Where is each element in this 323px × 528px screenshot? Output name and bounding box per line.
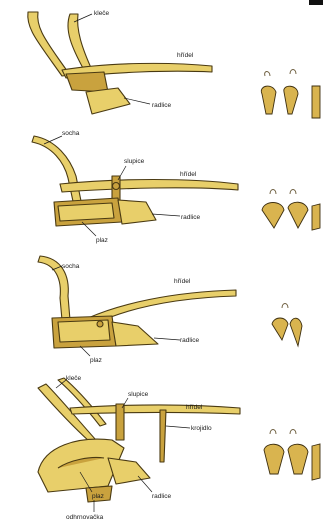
plough-3-view-arc [282, 304, 288, 309]
plough-3-share [112, 322, 158, 346]
plough-1-handle-right [68, 14, 92, 70]
plough-4-slupice-label: slupice [128, 391, 149, 398]
plough-4-krojidlo-leader [166, 426, 190, 428]
plough-4-view-arc-a [270, 430, 276, 435]
plough-3-peg [97, 321, 103, 327]
plough-3-hridel-label: hřídel [174, 278, 191, 285]
plough-2 [32, 136, 238, 236]
plough-4-krojidlo-label: krojidlo [191, 425, 212, 432]
plough-3-view-share-a [272, 318, 288, 340]
plough-2-handle [32, 136, 82, 206]
plough-3-plaz-label: plaz [90, 357, 102, 364]
plough-2-radlice-leader [152, 214, 180, 216]
plough-1-hridel-label: hřídel [177, 52, 194, 59]
plough-2-post-knob [113, 183, 120, 190]
plough-3-radlice-label: radlice [180, 337, 200, 344]
plough-1-handle-left [28, 12, 70, 76]
plough-4-beam [70, 405, 240, 414]
plough-4-view-side [312, 444, 320, 480]
plough-4-view-share-b [288, 444, 308, 474]
plough-4 [38, 378, 240, 512]
plough-4-plaz-label: plaz [92, 493, 104, 500]
plough-2-view-arc-a [270, 190, 276, 195]
plough-2-radlice-label: radlice [181, 214, 201, 221]
plough-1-view-arc-a [265, 72, 270, 77]
plough-2-view-share-b [288, 202, 308, 228]
plough-1-radlice-label: radlice [152, 102, 172, 109]
plough-4-radlice-label: radlice [152, 493, 172, 500]
plough-3-socha-label: socha [62, 263, 80, 270]
plough-1-view-share-a [261, 86, 276, 114]
plough-4-odhrnovacka-label: odhrnovačka [66, 514, 104, 521]
plough-1-body [66, 72, 108, 92]
plough-1-view-side [312, 86, 320, 118]
plough-4-coulter [160, 410, 166, 462]
plough-2-view-arc-b [290, 190, 296, 195]
plough-2-hridel-label: hřídel [180, 171, 197, 178]
plough-1-view-share-b [284, 86, 298, 114]
plough-2-socha-label: socha [62, 130, 80, 137]
plough-4-post [116, 404, 124, 440]
plough-3 [38, 256, 236, 356]
plough-2-small-views [262, 190, 320, 231]
plough-2-sole-face [58, 203, 114, 221]
plough-1-share [86, 88, 130, 114]
plough-3-view-share-b [290, 318, 302, 346]
plough-4-view-arc-b [290, 430, 296, 435]
plough-2-slupice-label: slupice [124, 158, 145, 165]
plough-2-view-share-a [262, 203, 284, 229]
plough-2-view-side [312, 204, 320, 230]
plough-2-share [118, 200, 156, 224]
plough-4-hridel-label: hřídel [186, 404, 203, 411]
plough-1-small-views [261, 70, 320, 119]
plough-1 [28, 12, 212, 114]
plough-3-small-views [272, 304, 302, 347]
plough-3-radlice-leader [154, 338, 180, 340]
plough-2-plaz-label: plaz [96, 237, 108, 244]
corner-mark [309, 0, 323, 5]
plough-4-small-views [264, 430, 320, 481]
plough-4-handle-right [58, 378, 106, 426]
plough-2-beam [60, 180, 238, 193]
plough-4-share [108, 458, 150, 484]
plough-2-slupice-leader [118, 166, 126, 180]
plough-1-klece-label: kleče [94, 10, 110, 17]
plough-4-klece-label: kleče [66, 375, 82, 382]
plough-1-view-arc-b [290, 70, 296, 75]
plough-4-view-share-a [264, 444, 284, 474]
